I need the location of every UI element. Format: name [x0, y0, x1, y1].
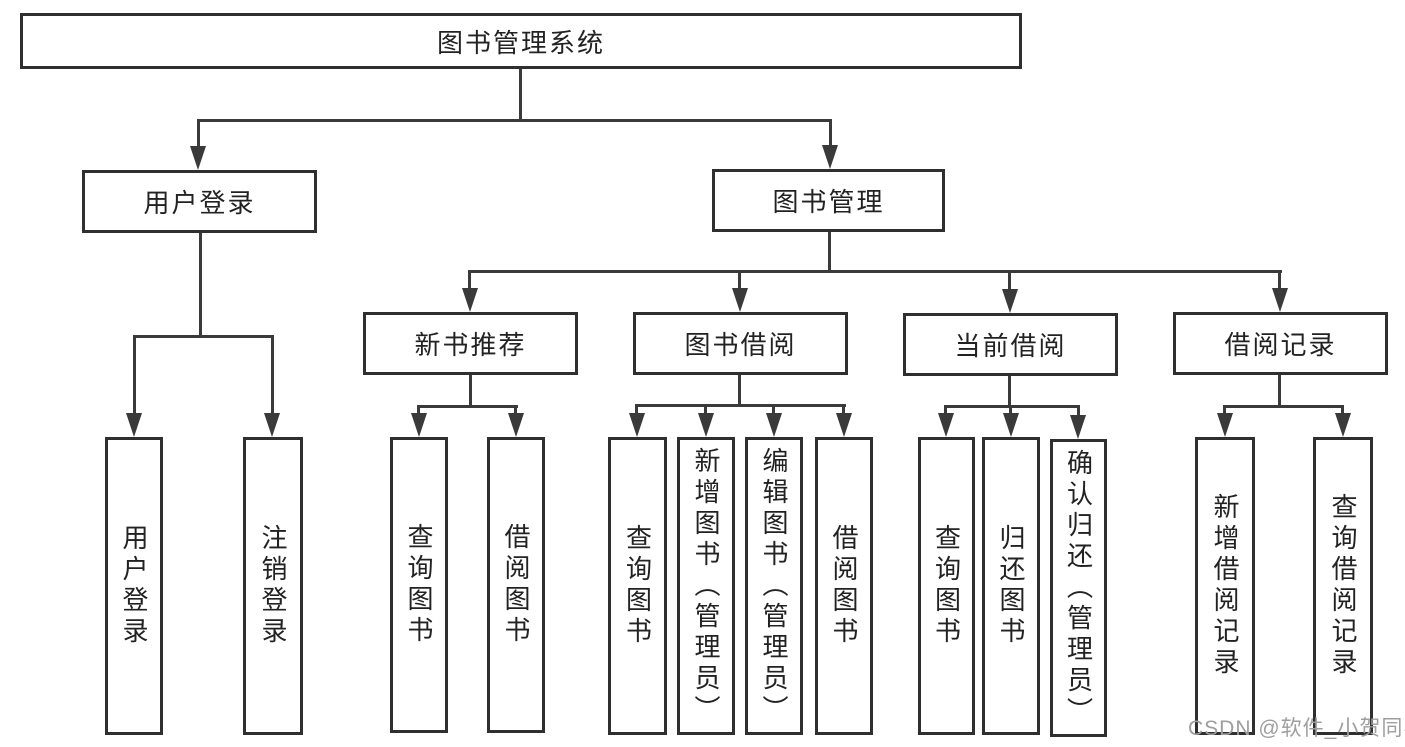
connector-line	[704, 404, 707, 416]
leaf-edit-books-admin-label: 编辑图书（管理员）	[759, 446, 789, 726]
connector-line	[514, 405, 517, 416]
connector-line	[519, 68, 522, 120]
connector-line	[197, 119, 200, 149]
arrowhead-down-icon	[822, 145, 838, 169]
node-user-login-label: 用户登录	[143, 188, 256, 218]
arrowhead-down-icon	[264, 413, 280, 437]
node-book-management-label: 图书管理	[772, 187, 885, 217]
connector-line	[944, 405, 1080, 408]
connector-line	[1077, 405, 1080, 418]
arrowhead-down-icon	[732, 288, 748, 312]
node-book-borrowing: 图书借阅	[633, 312, 848, 375]
arrowhead-down-icon	[629, 413, 645, 437]
connector-line	[1278, 270, 1281, 292]
node-borrow-records-label: 借阅记录	[1224, 330, 1337, 360]
leaf-add-borrow-record: 新增借阅记录	[1195, 437, 1255, 735]
node-new-book-recommend: 新书推荐	[363, 312, 578, 375]
csdn-watermark: CSDN @软件_小贺同学	[1188, 717, 1405, 740]
connector-line	[417, 405, 420, 416]
connector-line	[944, 405, 947, 416]
arrowhead-down-icon	[1070, 415, 1086, 439]
connector-line	[199, 232, 202, 337]
leaf-user-login-label: 用户登录	[119, 524, 149, 648]
leaf-logout-label: 注销登录	[258, 524, 288, 648]
connector-line	[1008, 270, 1011, 293]
leaf-query-borrow-record-label: 查询借阅记录	[1328, 493, 1358, 679]
leaf-query-books-current-label: 查询图书	[931, 524, 962, 648]
arrowhead-down-icon	[1003, 413, 1019, 437]
connector-line	[1009, 405, 1012, 416]
connector-line	[1278, 374, 1281, 408]
connector-line	[133, 335, 274, 338]
connector-line	[468, 270, 1282, 273]
leaf-add-borrow-record-label: 新增借阅记录	[1210, 493, 1240, 679]
node-new-book-recommend-label: 新书推荐	[414, 330, 527, 360]
connector-line	[1223, 405, 1226, 416]
connector-line	[271, 335, 274, 417]
connector-line	[417, 405, 518, 408]
connector-line	[468, 270, 471, 292]
connector-line	[133, 335, 136, 417]
arrowhead-down-icon	[1002, 289, 1018, 313]
arrowhead-down-icon	[411, 413, 427, 437]
leaf-borrow-books-label: 借阅图书	[829, 524, 859, 648]
leaf-borrow-books: 借阅图书	[815, 437, 873, 735]
arrowhead-down-icon	[126, 413, 142, 437]
node-current-borrowing-label: 当前借阅	[954, 331, 1067, 361]
arrowhead-down-icon	[462, 288, 478, 312]
leaf-query-borrow-record: 查询借阅记录	[1313, 437, 1373, 735]
node-root: 图书管理系统	[20, 13, 1022, 69]
connector-line	[828, 231, 831, 273]
leaf-borrow-books-recommend-label: 借阅图书	[501, 523, 531, 647]
arrowhead-down-icon	[698, 413, 714, 437]
leaf-return-books-label: 归还图书	[996, 524, 1026, 648]
leaf-add-books-admin: 新增图书（管理员）	[677, 437, 735, 735]
connector-line	[772, 404, 775, 416]
leaf-edit-books-admin: 编辑图书（管理员）	[745, 437, 803, 735]
leaf-user-login: 用户登录	[105, 437, 163, 735]
leaf-query-books-borrow-label: 查询图书	[622, 524, 653, 648]
arrowhead-down-icon	[836, 413, 852, 437]
connector-line	[469, 374, 472, 408]
arrowhead-down-icon	[766, 413, 782, 437]
node-book-borrowing-label: 图书借阅	[684, 330, 797, 360]
node-borrow-records: 借阅记录	[1173, 312, 1388, 375]
connector-line	[1008, 375, 1011, 408]
leaf-add-books-admin-label: 新增图书（管理员）	[691, 446, 721, 726]
connector-line	[842, 404, 845, 416]
node-user-login: 用户登录	[82, 170, 317, 233]
arrowhead-down-icon	[938, 413, 954, 437]
node-book-management: 图书管理	[712, 169, 945, 232]
leaf-query-books-recommend: 查询图书	[390, 437, 448, 733]
connector-line	[829, 119, 832, 149]
leaf-query-books-current: 查询图书	[918, 437, 975, 735]
leaf-query-books-borrow: 查询图书	[608, 437, 667, 735]
leaf-borrow-books-recommend: 借阅图书	[487, 437, 545, 733]
connector-line	[738, 374, 741, 407]
connector-line	[738, 270, 741, 292]
arrowhead-down-icon	[190, 146, 206, 170]
arrowhead-down-icon	[1335, 413, 1351, 437]
connector-line	[635, 404, 638, 416]
arrowhead-down-icon	[508, 413, 524, 437]
arrowhead-down-icon	[1217, 413, 1233, 437]
node-root-label: 图书管理系统	[436, 27, 605, 58]
leaf-confirm-return-admin: 确认归还（管理员）	[1050, 439, 1107, 737]
connector-line	[1223, 405, 1344, 408]
connector-line	[635, 404, 846, 407]
node-current-borrowing: 当前借阅	[903, 313, 1118, 376]
arrowhead-down-icon	[1272, 288, 1288, 312]
leaf-return-books: 归还图书	[982, 437, 1040, 735]
connector-line	[197, 119, 832, 122]
leaf-logout: 注销登录	[243, 437, 303, 735]
leaf-query-books-recommend-label: 查询图书	[404, 523, 434, 647]
leaf-confirm-return-admin-label: 确认归还（管理员）	[1063, 448, 1094, 728]
connector-line	[1341, 405, 1344, 416]
